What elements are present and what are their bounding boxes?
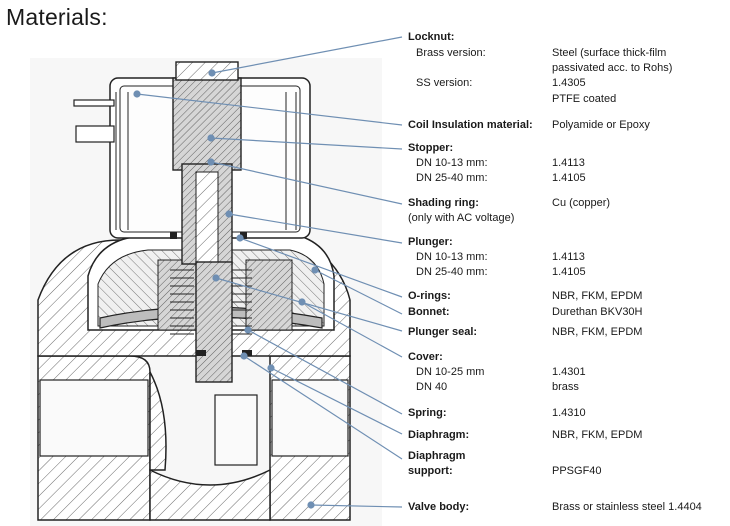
stopper-dn-25-40: DN 25-40 mm: — [416, 172, 488, 184]
label-plunger-seal: Plunger seal: — [408, 326, 478, 338]
locknut-ss-value-1: 1.4305 — [552, 77, 586, 89]
o-rings — [170, 232, 252, 356]
diaphragm-value: NBR, FKM, EPDM — [552, 429, 643, 441]
label-o-rings: O-rings: — [408, 290, 451, 302]
connector-pins — [73, 99, 115, 143]
label-bonnet: Bonnet: — [408, 306, 450, 318]
label-plunger: Plunger: — [408, 236, 453, 248]
cover-value-2: brass — [552, 381, 579, 393]
label-diaphragm-support-2: support: — [408, 465, 453, 477]
plunger-dn-25-40: DN 25-40 mm: — [416, 266, 488, 278]
locknut-brass-value-1: Steel (surface thick-film — [552, 47, 667, 59]
label-coil-insulation: Coil Insulation material: — [408, 119, 533, 131]
shading-ring-note: (only with AC voltage) — [408, 212, 515, 224]
locknut-brass-version: Brass version: — [416, 47, 486, 59]
leader-lines — [133, 36, 403, 509]
o-rings-value: NBR, FKM, EPDM — [552, 290, 643, 302]
label-stopper: Stopper: — [408, 142, 454, 154]
label-diaphragm-support: Diaphragm — [408, 450, 466, 462]
locknut-brass-value-2: passivated acc. to Rohs) — [552, 62, 673, 74]
stopper-dn-10-13: DN 10-13 mm: — [416, 157, 488, 169]
shading-ring-value: Cu (copper) — [552, 197, 611, 209]
cover-value-1: 1.4301 — [552, 366, 586, 378]
locknut — [175, 61, 239, 81]
locknut-ss-value-2: PTFE coated — [552, 93, 617, 105]
stopper-value-2: 1.4105 — [552, 172, 586, 184]
plunger-core — [172, 77, 242, 383]
label-shading-ring: Shading ring: — [408, 197, 479, 209]
plunger-dn-10-13: DN 10-13 mm: — [416, 251, 488, 263]
plunger-value-2: 1.4105 — [552, 266, 586, 278]
label-diaphragm: Diaphragm: — [408, 429, 470, 441]
coil-insulation-value: Polyamide or Epoxy — [552, 119, 650, 131]
diaphragm-support-value: PPSGF40 — [552, 465, 602, 477]
label-cover: Cover: — [408, 351, 443, 363]
locknut-ss-version: SS version: — [416, 77, 473, 89]
cover-dn-40: DN 40 — [416, 381, 448, 393]
spring-value: 1.4310 — [552, 407, 586, 419]
cover-dn-10-25: DN 10-25 mm — [416, 366, 485, 378]
label-valve-body: Valve body: — [408, 501, 470, 513]
plunger-seal-value: NBR, FKM, EPDM — [552, 326, 643, 338]
page-heading: Materials: — [6, 4, 108, 30]
label-spring: Spring: — [408, 407, 447, 419]
stopper-value-1: 1.4113 — [552, 157, 585, 169]
bonnet-value: Durethan BKV30H — [552, 306, 643, 318]
plunger-value-1: 1.4113 — [552, 251, 585, 263]
valve-body-value: Brass or stainless steel 1.4404 — [552, 501, 702, 513]
label-locknut: Locknut: — [408, 31, 455, 43]
spring — [170, 269, 252, 335]
diaphragm-support-right — [245, 259, 293, 331]
